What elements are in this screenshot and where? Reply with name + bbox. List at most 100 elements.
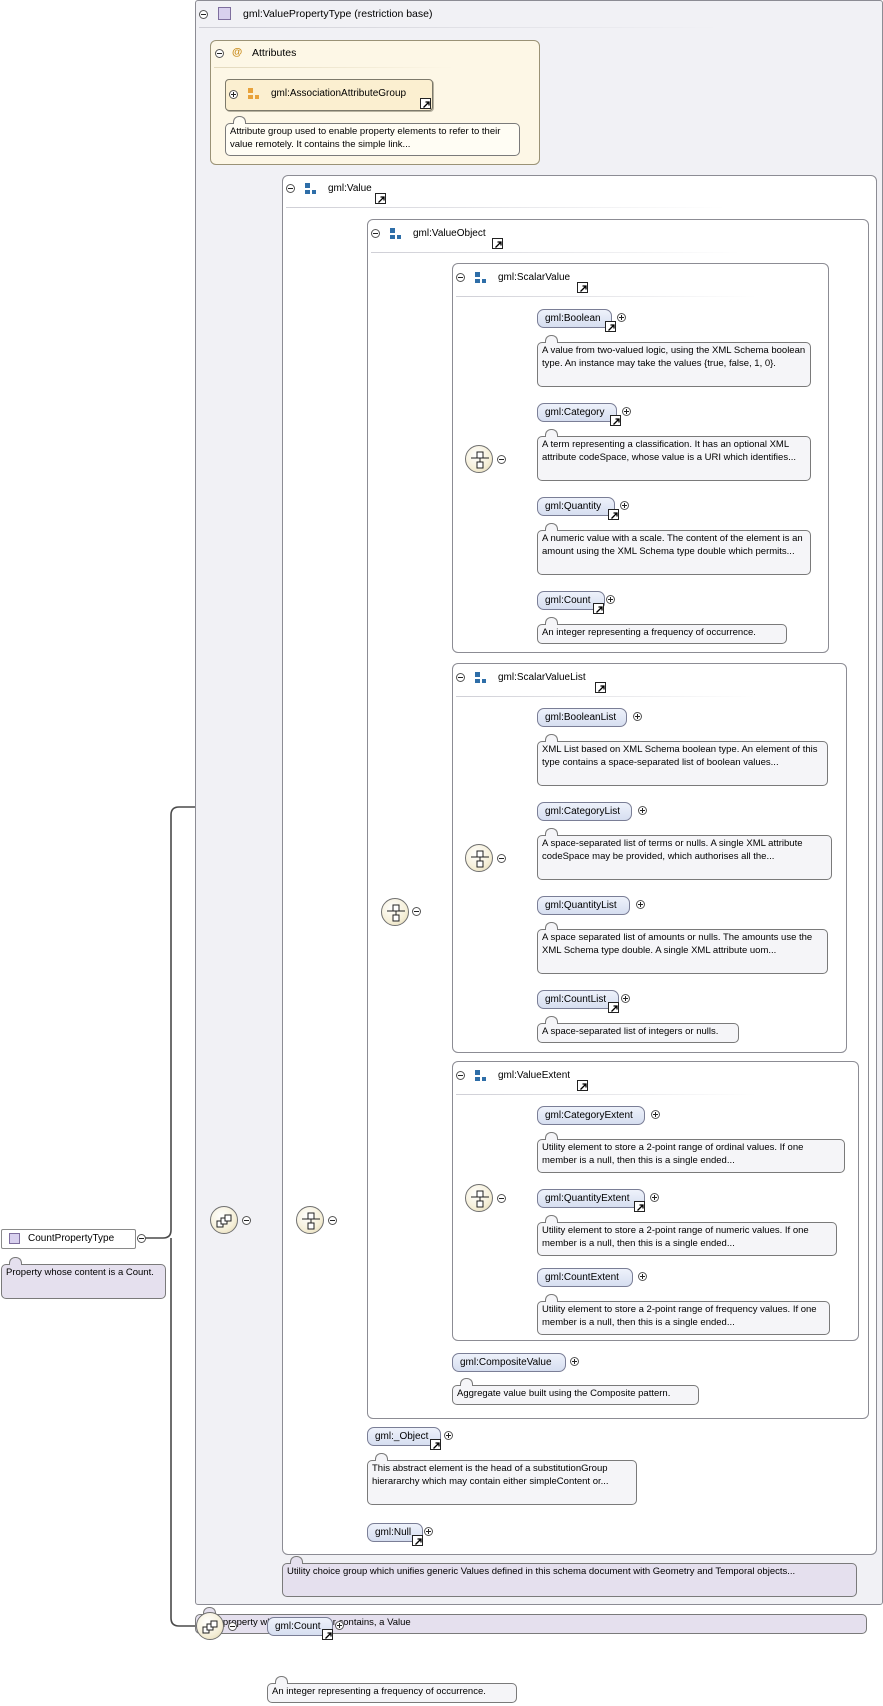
- element-category-list-name: gml:CategoryList: [545, 806, 621, 817]
- element-quantity-link-icon[interactable]: [608, 509, 619, 520]
- element-quantity-extent-expand-icon[interactable]: [650, 1193, 659, 1202]
- value-object-sequence-icon[interactable]: [381, 898, 409, 926]
- attributes-collapse-icon[interactable]: [215, 49, 224, 58]
- element-category[interactable]: gml:Category: [537, 403, 617, 422]
- scalar-value-list-separator: [456, 696, 756, 697]
- element-quantity-list-doc: A space separated list of amounts or nul…: [537, 922, 828, 974]
- element-quantity[interactable]: gml:Quantity: [537, 497, 615, 516]
- element-category-extent-expand-icon[interactable]: [651, 1110, 660, 1119]
- element-boolean-doc: A value from two-valued logic, using the…: [537, 335, 811, 387]
- element-null-link-icon[interactable]: [412, 1535, 423, 1546]
- element-category-list[interactable]: gml:CategoryList: [537, 802, 632, 821]
- element-count-bottom-expand-icon[interactable]: [335, 1621, 344, 1630]
- element-count-bottom-link-icon[interactable]: [322, 1629, 333, 1640]
- element-category-link-icon[interactable]: [610, 415, 621, 426]
- root-collapse-icon[interactable]: [137, 1234, 146, 1243]
- element-composite-value[interactable]: gml:CompositeValue: [452, 1353, 566, 1372]
- value-group-link-icon[interactable]: [375, 193, 386, 204]
- element-boolean-list[interactable]: gml:BooleanList: [537, 708, 627, 727]
- attributes-title: Attributes: [252, 47, 297, 59]
- value-extent-choice-icon[interactable]: [465, 1184, 493, 1212]
- scalar-value-list-link-icon[interactable]: [595, 682, 606, 693]
- element-category-list-expand-icon[interactable]: [638, 806, 647, 815]
- element-category-extent-doc: Utility element to store a 2-point range…: [537, 1132, 845, 1173]
- root-type-doc: Property whose content is a Count.: [1, 1257, 166, 1299]
- element-object-link-icon[interactable]: [430, 1439, 441, 1450]
- element-count-list-link-icon[interactable]: [608, 1002, 619, 1013]
- count-choice-icon[interactable]: [196, 1612, 224, 1640]
- element-count-bottom[interactable]: gml:Count: [267, 1617, 333, 1636]
- element-composite-value-doc: Aggregate value built using the Composit…: [452, 1378, 699, 1405]
- element-count-list[interactable]: gml:CountList: [537, 990, 619, 1009]
- element-object-doc: This abstract element is the head of a s…: [367, 1453, 637, 1505]
- element-null-expand-icon[interactable]: [424, 1527, 433, 1536]
- element-count-expand-icon[interactable]: [606, 595, 615, 604]
- scalar-value-list-choice-collapse-icon[interactable]: [497, 854, 506, 863]
- element-boolean-link-icon[interactable]: [605, 321, 616, 332]
- element-count-extent[interactable]: gml:CountExtent: [537, 1268, 633, 1287]
- outer-sequence-icon[interactable]: [296, 1206, 324, 1234]
- element-composite-value-expand-icon[interactable]: [570, 1357, 579, 1366]
- element-quantity-extent-doc: Utility element to store a 2-point range…: [537, 1215, 837, 1256]
- element-category-expand-icon[interactable]: [622, 407, 631, 416]
- value-extent-link-icon[interactable]: [577, 1080, 588, 1091]
- scalar-value-collapse-icon[interactable]: [456, 273, 465, 282]
- element-composite-value-name: gml:CompositeValue: [460, 1357, 552, 1368]
- attribute-group-link-icon[interactable]: [420, 98, 431, 109]
- element-count-list-expand-icon[interactable]: [621, 994, 630, 1003]
- value-object-sequence-collapse-icon[interactable]: [412, 907, 421, 916]
- element-count-list-name: gml:CountList: [545, 994, 607, 1005]
- element-quantity-extent-name: gml:QuantityExtent: [545, 1193, 630, 1204]
- element-quantity-extent-link-icon[interactable]: [634, 1201, 645, 1212]
- value-object-link-icon[interactable]: [492, 238, 503, 249]
- scalar-value-list-choice-icon[interactable]: [465, 844, 493, 872]
- element-count-extent-expand-icon[interactable]: [638, 1272, 647, 1281]
- element-boolean-expand-icon[interactable]: [617, 313, 626, 322]
- value-object-icon: [390, 228, 401, 239]
- element-count[interactable]: gml:Count: [537, 591, 605, 610]
- element-category-list-doc: A space-separated list of terms or nulls…: [537, 828, 832, 880]
- scalar-value-list-collapse-icon[interactable]: [456, 673, 465, 682]
- attribute-group-expand-icon[interactable]: [229, 90, 238, 99]
- root-type-box[interactable]: CountPropertyType: [1, 1229, 136, 1249]
- element-category-extent-name: gml:CategoryExtent: [545, 1110, 633, 1121]
- attributes-separator: [214, 67, 454, 68]
- value-choice-icon[interactable]: [210, 1206, 238, 1234]
- scalar-value-icon: [475, 272, 486, 283]
- element-quantity-list-expand-icon[interactable]: [636, 900, 645, 909]
- element-null-name: gml:Null: [375, 1527, 412, 1538]
- element-quantity-doc: A numeric value with a scale. The conten…: [537, 523, 811, 575]
- scalar-value-link-icon[interactable]: [577, 282, 588, 293]
- value-extent-choice-collapse-icon[interactable]: [497, 1194, 506, 1203]
- value-object-collapse-icon[interactable]: [371, 229, 380, 238]
- base-type-separator: [199, 27, 719, 28]
- value-extent-collapse-icon[interactable]: [456, 1071, 465, 1080]
- value-group-title: gml:Value: [328, 183, 372, 194]
- value-group-doc: Utility choice group which unifies gener…: [282, 1556, 857, 1597]
- element-quantity-name: gml:Quantity: [545, 501, 602, 512]
- element-quantity-list[interactable]: gml:QuantityList: [537, 896, 630, 915]
- element-quantity-expand-icon[interactable]: [620, 501, 629, 510]
- attribute-group-box[interactable]: [225, 79, 433, 111]
- scalar-value-choice-icon[interactable]: [465, 445, 493, 473]
- outer-sequence-collapse-icon[interactable]: [328, 1216, 337, 1225]
- element-count-link-icon[interactable]: [593, 603, 604, 614]
- scalar-value-list-icon: [475, 672, 486, 683]
- value-group-collapse-icon[interactable]: [286, 184, 295, 193]
- group-icon: [248, 88, 259, 99]
- base-type-collapse-icon[interactable]: [199, 10, 208, 19]
- attributes-symbol: @: [232, 46, 243, 58]
- element-boolean-list-expand-icon[interactable]: [633, 712, 642, 721]
- value-extent-separator: [456, 1094, 756, 1095]
- value-choice-collapse-icon[interactable]: [242, 1216, 251, 1225]
- element-object-expand-icon[interactable]: [444, 1431, 453, 1440]
- element-category-extent[interactable]: gml:CategoryExtent: [537, 1106, 645, 1125]
- value-extent-icon: [475, 1070, 486, 1081]
- element-quantity-extent[interactable]: gml:QuantityExtent: [537, 1189, 645, 1208]
- element-null[interactable]: gml:Null: [367, 1523, 423, 1542]
- element-boolean[interactable]: gml:Boolean: [537, 309, 612, 328]
- element-object[interactable]: gml:_Object: [367, 1427, 441, 1446]
- count-choice-collapse-icon[interactable]: [228, 1622, 237, 1631]
- value-object-title: gml:ValueObject: [413, 228, 486, 239]
- scalar-value-choice-collapse-icon[interactable]: [497, 455, 506, 464]
